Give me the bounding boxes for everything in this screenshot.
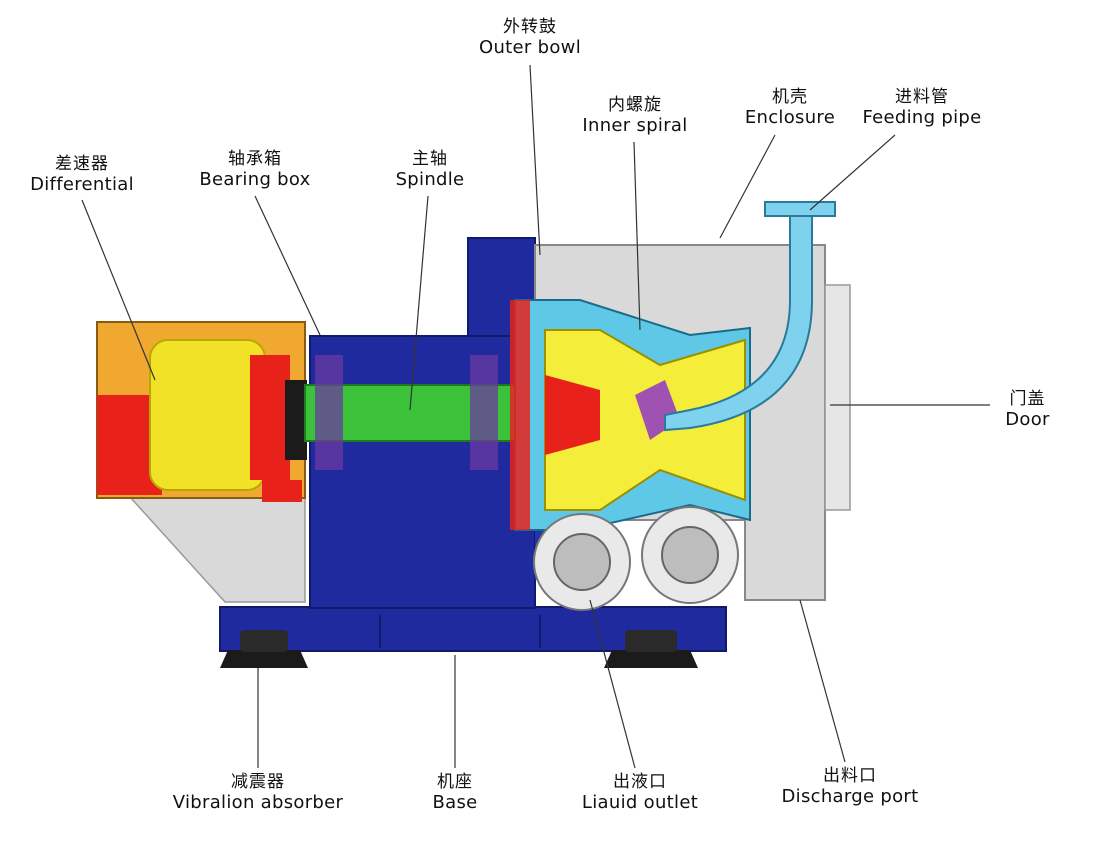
label-differential-zh: 差速器: [55, 154, 109, 174]
label-spindle-zh: 主轴: [412, 149, 448, 169]
vibration-dampers: [220, 630, 698, 668]
label-spindle: 主轴 Spindle: [385, 149, 475, 190]
label-feeding-pipe-zh: 进料管: [895, 87, 949, 107]
label-spindle-en: Spindle: [395, 168, 465, 190]
label-discharge-port-zh: 出料口: [823, 766, 877, 786]
label-outer-bowl: 外转鼓 Outer bowl: [470, 17, 590, 58]
label-feeding-pipe: 进料管 Feeding pipe: [852, 87, 992, 128]
label-inner-spiral-zh: 内螺旋: [608, 95, 662, 115]
label-inner-spiral-en: Inner spiral: [582, 114, 688, 136]
label-bearing-box-en: Bearing box: [199, 168, 311, 190]
label-outer-bowl-zh: 外转鼓: [503, 17, 557, 37]
label-bearing-box: 轴承箱 Bearing box: [190, 149, 320, 190]
label-enclosure-zh: 机壳: [772, 87, 808, 107]
label-base-en: Base: [432, 791, 478, 813]
differential-unit: [96, 321, 307, 502]
label-enclosure-en: Enclosure: [744, 106, 836, 128]
door-plate: [824, 284, 851, 511]
liquid-outlets: [533, 506, 739, 611]
label-discharge-port: 出料口 Discharge port: [770, 766, 930, 807]
label-vibration-absorber-zh: 减震器: [231, 772, 285, 792]
label-liquid-outlet-zh: 出液口: [613, 772, 667, 792]
label-feeding-pipe-en: Feeding pipe: [862, 106, 982, 128]
label-enclosure: 机壳 Enclosure: [735, 87, 845, 128]
label-base-zh: 机座: [437, 772, 473, 792]
label-liquid-outlet-en: Liauid outlet: [581, 791, 699, 813]
label-door: 门盖 Door: [995, 389, 1060, 430]
label-differential-en: Differential: [30, 173, 134, 195]
leader-lines: [81, 64, 990, 769]
label-liquid-outlet: 出液口 Liauid outlet: [570, 772, 710, 813]
label-bearing-box-zh: 轴承箱: [228, 149, 282, 169]
label-door-en: Door: [1005, 408, 1050, 430]
label-door-zh: 门盖: [1009, 389, 1046, 409]
label-differential: 差速器 Differential: [22, 154, 142, 195]
label-base: 机座 Base: [415, 772, 495, 813]
motor-bracket: [128, 496, 306, 603]
label-outer-bowl-en: Outer bowl: [479, 36, 581, 58]
label-discharge-port-en: Discharge port: [781, 785, 919, 807]
label-vibration-absorber-en: Vibralion absorber: [172, 791, 344, 813]
label-inner-spiral: 内螺旋 Inner spiral: [575, 95, 695, 136]
feed-pipe-shape: [664, 211, 813, 432]
label-vibration-absorber: 减震器 Vibralion absorber: [158, 772, 358, 813]
spindle-shaft: [304, 355, 521, 470]
